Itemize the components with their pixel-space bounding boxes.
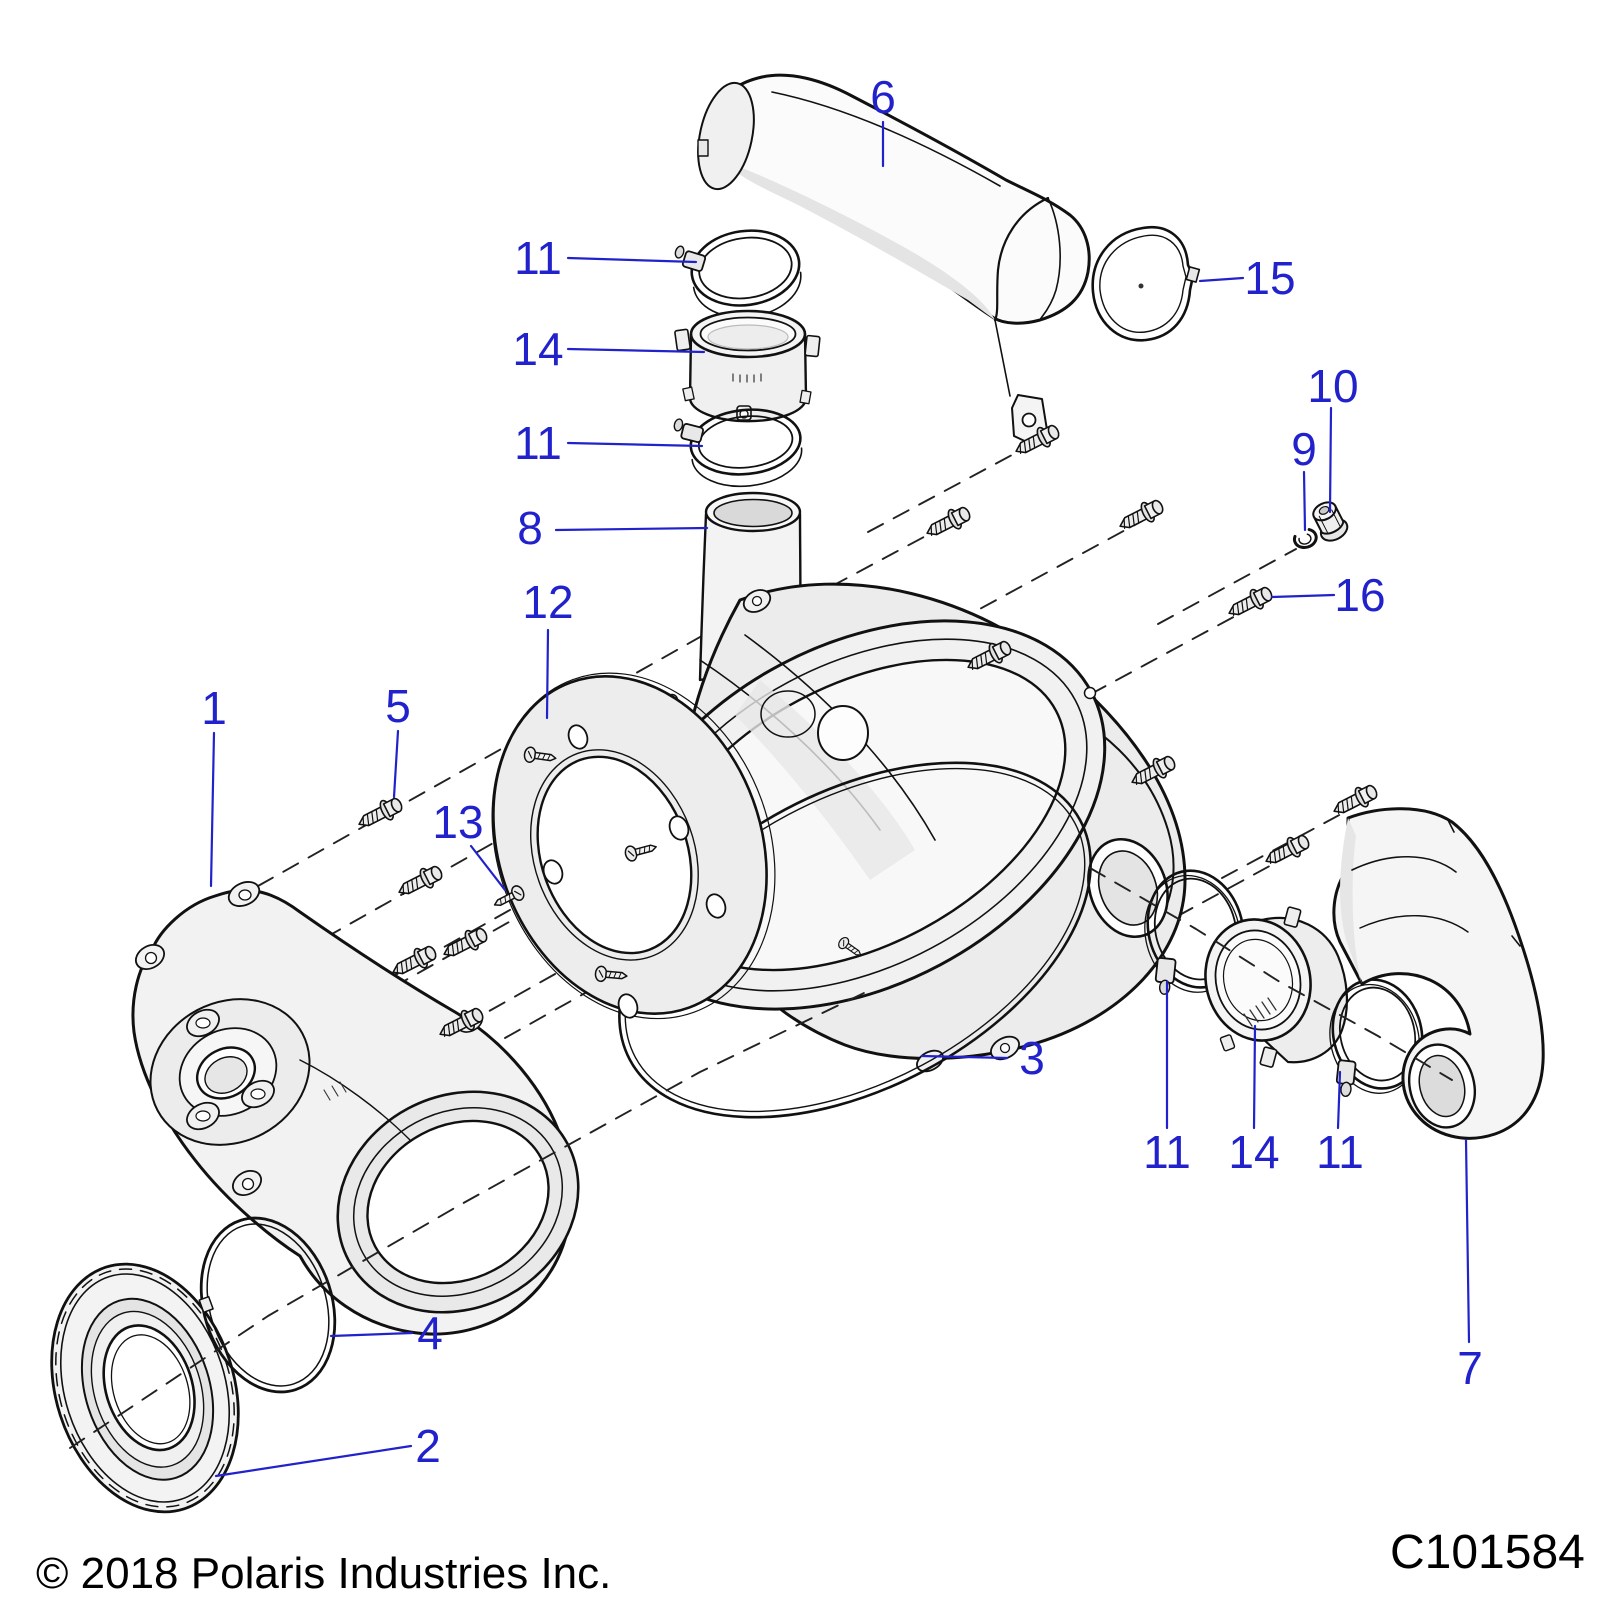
part-coupler-right [1204,906,1349,1068]
leader-14a [566,347,706,354]
callout-2: 2 [415,1420,441,1472]
part-inner-clutch-cover [131,881,580,1336]
callout-8: 8 [517,502,543,554]
leader-7 [1464,1138,1471,1344]
copyright-text: © 2018 Polaris Industries Inc. [36,1549,611,1598]
leader-4 [329,1331,414,1338]
leader-2 [214,1444,413,1478]
leader-10 [1328,406,1333,514]
callout-12: 12 [522,576,573,628]
callout-4: 4 [417,1307,443,1359]
callout-11a: 11 [514,232,562,284]
callout-6: 6 [870,71,896,123]
part-cover-plate [50,1262,240,1514]
leader-13 [469,844,507,892]
leader-5 [392,729,400,799]
leader-12 [545,628,550,720]
part-cover-o-ring [618,761,1092,1119]
callout-16: 16 [1334,569,1385,621]
part-o-ring [199,1216,337,1394]
callout-10: 10 [1307,360,1358,412]
callout-11b: 11 [514,417,562,469]
hub-posts [186,1008,275,1131]
part-outlet-duct-cover [1332,807,1545,1140]
part-clamp-upper-2 [673,408,803,488]
o-ring-sleeve [198,1295,214,1314]
part-seal-ring [1091,225,1201,342]
part-gasket-plate [491,672,776,1020]
callout-11d: 11 [1316,1126,1364,1178]
centerline-dashed [69,867,1453,1449]
callout-13: 13 [432,796,483,848]
leader-11d [1336,1070,1342,1130]
leader-15 [1198,276,1245,283]
part-coupler-upper [674,309,821,423]
callout-leaders [209,120,1471,1478]
diagram-code: C101584 [1390,1526,1585,1579]
leader-16 [1270,593,1336,599]
leader-14b [1252,1024,1257,1130]
callout-15: 15 [1244,252,1295,304]
callout-11c: 11 [1143,1126,1191,1178]
callout-14a: 14 [512,323,563,375]
part-clamp-upper [674,229,802,319]
leader-8 [554,526,709,532]
leader-11a [566,256,698,264]
leader-3 [920,1054,1009,1060]
callout-labels: 1 5 13 12 8 11 14 11 6 15 10 9 16 3 11 1… [201,71,1483,1472]
callout-3: 3 [1019,1032,1045,1084]
leader-1 [209,731,216,888]
leader-9 [1302,470,1307,532]
callout-7: 7 [1457,1342,1483,1394]
callout-5: 5 [385,680,411,732]
part-intake-air-duct [697,73,1091,445]
callout-1: 1 [201,682,227,734]
leader-11b [566,441,704,448]
callout-9: 9 [1291,423,1317,475]
part-lock-washer [1292,528,1318,549]
callout-14b: 14 [1228,1126,1279,1178]
